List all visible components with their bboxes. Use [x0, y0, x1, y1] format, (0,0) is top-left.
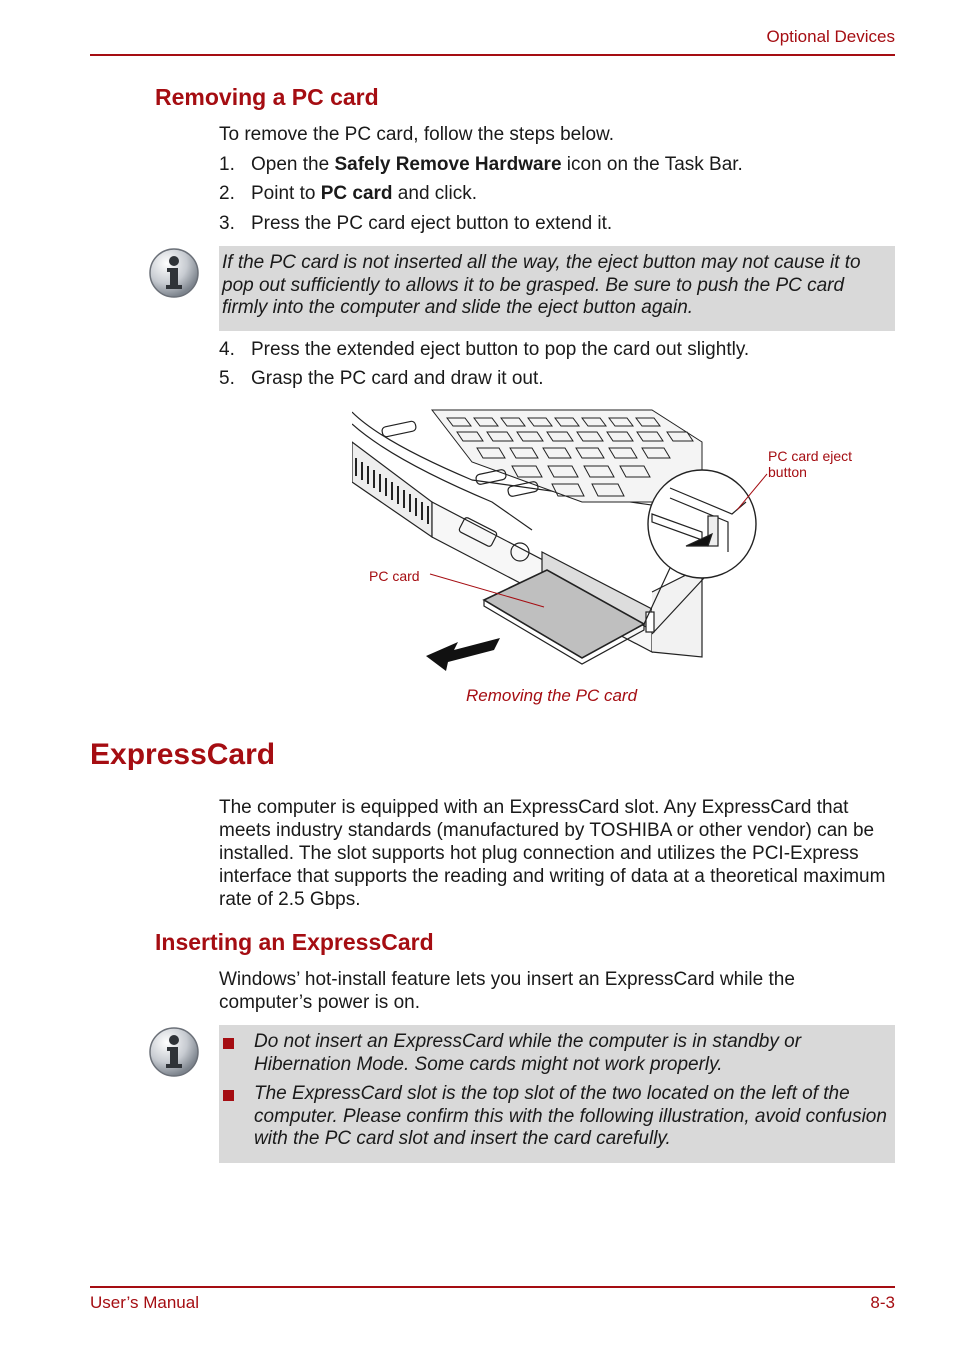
info-icon — [149, 248, 199, 298]
heading-inserting-expresscard: Inserting an ExpressCard — [155, 929, 434, 955]
footer-rule — [90, 1286, 895, 1288]
step-5: 5. Grasp the PC card and draw it out. — [219, 367, 544, 390]
step-3: 3. Press the PC card eject button to exte… — [219, 212, 612, 235]
step-text: Grasp the PC card and draw it out. — [251, 368, 544, 389]
bullet-square-icon — [223, 1090, 234, 1101]
step-text: Press the extended eject button to pop t… — [251, 339, 750, 360]
step-bold-text: Safely Remove Hardware — [334, 154, 562, 175]
figure-caption: Removing the PC card — [466, 686, 638, 705]
removing-intro: To remove the PC card, follow the steps … — [219, 124, 614, 145]
step-text: Point to — [251, 183, 321, 204]
step-number: 3. — [219, 213, 235, 234]
figure-label-pc-card: PC card — [369, 568, 420, 584]
note-text: The ExpressCard slot is the top slot of … — [254, 1083, 887, 1149]
note-bullet: Do not insert an ExpressCard while the c… — [219, 1031, 889, 1076]
step-1: 1. Open the Safely Remove Hardware icon o… — [219, 153, 743, 176]
step-number: 5. — [219, 368, 235, 389]
expresscard-paragraph: The computer is equipped with an Express… — [219, 797, 886, 910]
bullet-square-icon — [223, 1038, 234, 1049]
pc-card-removal-illustration — [352, 409, 768, 671]
footer-page-number: 8-3 — [870, 1293, 895, 1312]
figure-label-eject-button: PC card eject button — [768, 448, 853, 480]
footer-manual-title: User’s Manual — [90, 1293, 199, 1312]
heading-removing-pc-card: Removing a PC card — [155, 84, 379, 110]
heading-expresscard: ExpressCard — [90, 738, 276, 771]
info-icon — [149, 1027, 199, 1077]
step-number: 2. — [219, 183, 235, 204]
inserting-intro: Windows’ hot-install feature lets you in… — [219, 969, 795, 1013]
step-text: Open the — [251, 154, 335, 175]
note-box: If the PC card is not inserted all the w… — [219, 246, 895, 331]
note-box-expresscard: Do not insert an ExpressCard while the c… — [219, 1025, 895, 1163]
note-text: If the PC card is not inserted all the w… — [222, 252, 861, 318]
step-number: 4. — [219, 339, 235, 360]
header-rule — [90, 54, 895, 56]
step-text: Press the PC card eject button to extend… — [251, 213, 613, 234]
step-text: icon on the Task Bar. — [561, 154, 743, 175]
step-bold-text: PC card — [320, 183, 393, 204]
note-text: Do not insert an ExpressCard while the c… — [254, 1031, 802, 1075]
step-number: 1. — [219, 154, 235, 175]
step-text: and click. — [392, 183, 478, 204]
header-section-title: Optional Devices — [766, 27, 895, 46]
note-bullet: The ExpressCard slot is the top slot of … — [219, 1083, 889, 1151]
step-2: 2. Point to PC card and click. — [219, 182, 477, 205]
step-4: 4. Press the extended eject button to pop… — [219, 338, 749, 361]
